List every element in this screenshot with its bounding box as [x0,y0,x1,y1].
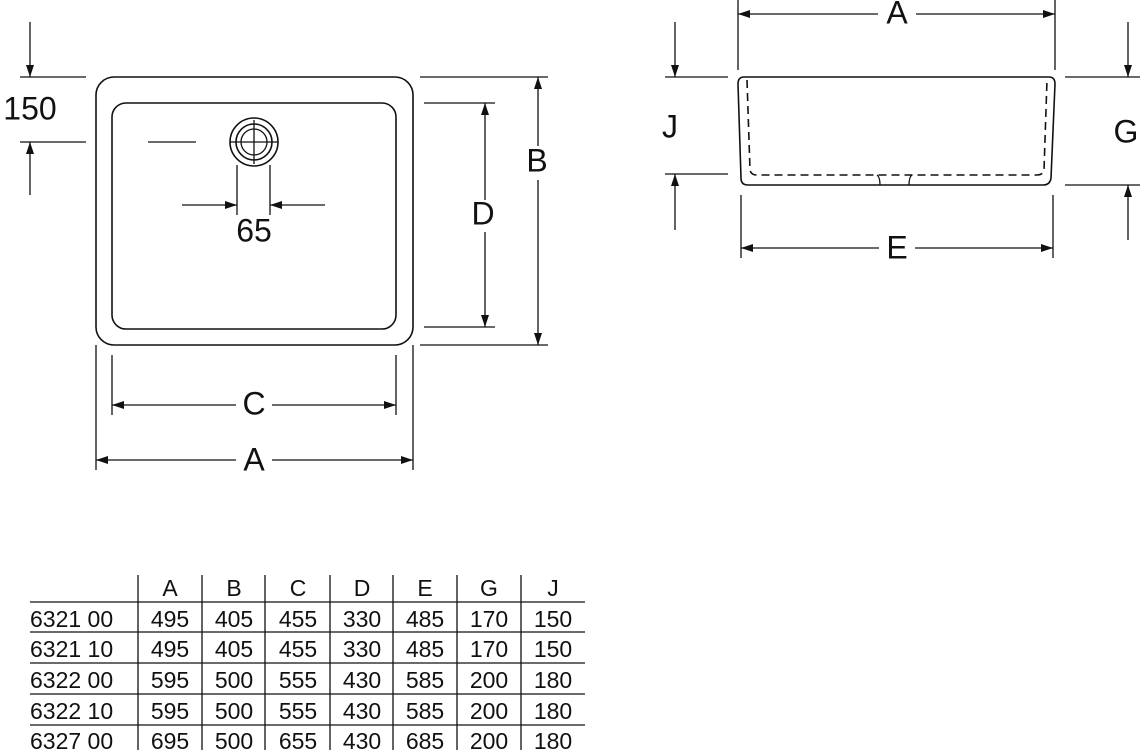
table-cell: 170 [470,636,508,662]
table-cell: 555 [279,667,317,693]
table-cell: 180 [534,667,572,693]
table-cell: 595 [151,667,189,693]
table-cell: 150 [534,606,572,632]
header-A: A [162,575,178,601]
dimension-label-C: C [242,385,265,421]
table-cell: 585 [406,698,444,724]
side-dimension-G: G [1065,22,1140,240]
table-cell: 485 [406,606,444,632]
table-cell: 455 [279,606,317,632]
dimension-label-150: 150 [3,90,56,126]
model-number: 6327 00 [30,728,113,750]
table-cell: 595 [151,698,189,724]
dimension-label-A: A [243,441,265,477]
side-dimension-A: A [737,0,1056,70]
table-cell: 555 [279,698,317,724]
table-row: 6327 00 695 500 655 430 685 200 180 [30,728,572,750]
side-dimension-J: J [662,22,728,230]
table-cell: 405 [215,636,253,662]
dimension-150: 150 [3,22,86,195]
header-D: D [354,575,371,601]
table-cell: 495 [151,636,189,662]
header-G: G [480,575,498,601]
header-C: C [290,575,307,601]
table-cell: 585 [406,667,444,693]
table-cell: 180 [534,728,572,750]
table-cell: 430 [343,667,381,693]
model-number: 6322 00 [30,667,113,693]
dimension-B: B [420,76,548,346]
side-dimension-label-E: E [886,229,907,265]
side-dimension-label-A: A [886,0,908,30]
table-cell: 430 [343,728,381,750]
sink-side-outline [737,76,1056,186]
model-number: 6321 10 [30,636,113,662]
table-cell: 455 [279,636,317,662]
dimension-label-D: D [471,195,494,231]
table-cell: 485 [406,636,444,662]
table-cell: 695 [151,728,189,750]
table-cell: 330 [343,636,381,662]
dimension-65: 65 [182,165,325,248]
table-cell: 405 [215,606,253,632]
table-cell: 655 [279,728,317,750]
table-cell: 180 [534,698,572,724]
drain-outlet [876,174,913,186]
table-cell: 200 [470,698,508,724]
model-number: 6321 00 [30,606,113,632]
sink-outer-outline [95,76,414,346]
model-number: 6322 10 [30,698,113,724]
table-row: 6321 10 495 405 455 330 485 170 150 [30,636,572,662]
header-E: E [417,575,432,601]
side-view: A J G E [662,0,1140,265]
table-row: 6321 00 495 405 455 330 485 170 150 [30,606,572,632]
table-row: 6322 10 595 500 555 430 585 200 180 [30,698,572,724]
table-cell: 495 [151,606,189,632]
table-cell: 150 [534,636,572,662]
dimension-C: C [111,355,397,421]
header-J: J [547,575,559,601]
side-dimension-label-G: G [1114,113,1139,149]
table-cell: 170 [470,606,508,632]
table-cell: 200 [470,728,508,750]
dimension-label-65: 65 [236,212,272,248]
dimension-label-B: B [526,142,547,178]
table-cell: 500 [215,667,253,693]
table-cell: 200 [470,667,508,693]
dimension-D: D [424,102,495,328]
table-cell: 685 [406,728,444,750]
drain-icon [148,117,279,167]
dimension-A: A [95,345,414,477]
table-grid [30,575,585,750]
table-cell: 430 [343,698,381,724]
table-cell: 330 [343,606,381,632]
header-B: B [226,575,241,601]
sink-basin-outline [111,102,397,330]
sink-side-inner-dashed [746,79,1048,176]
table-cell: 500 [215,728,253,750]
side-dimension-label-J: J [662,108,678,144]
table-row: 6322 00 595 500 555 430 585 200 180 [30,667,572,693]
table-header: A B C D E G J [162,575,558,601]
side-dimension-E: E [740,195,1054,265]
top-view: 150 65 D B [3,22,548,477]
table-cell: 500 [215,698,253,724]
dimension-table: A B C D E G J 6321 00 495 405 455 330 485 170 1… [30,575,585,750]
